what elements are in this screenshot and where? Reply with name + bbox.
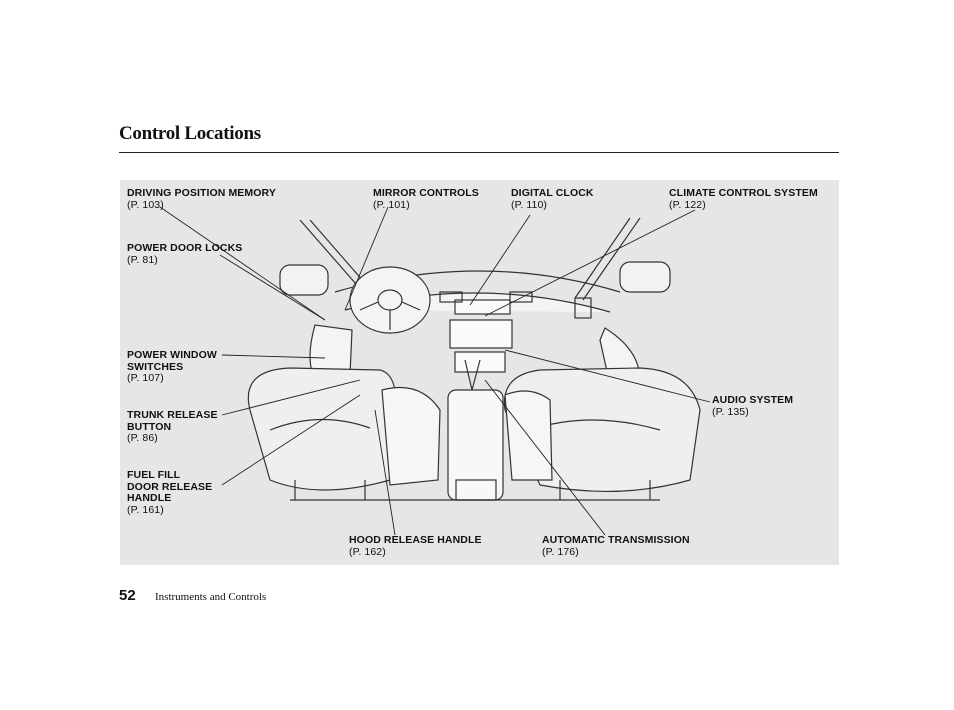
page-number: 52	[119, 587, 136, 604]
callout-page-ref: (P. 101)	[373, 198, 410, 211]
callout-label: MIRROR CONTROLS	[373, 187, 479, 199]
callout-page-ref: (P. 122)	[669, 198, 706, 211]
callout-label: HOOD RELEASE HANDLE	[349, 534, 482, 546]
callout-page-ref: (P. 107)	[127, 372, 164, 384]
callout-label: TRUNK RELEASE BUTTON	[127, 409, 218, 433]
car-interior-drawing	[159, 206, 711, 536]
callout-page-ref: (P. 135)	[712, 405, 749, 418]
callout-power-window-switches: POWER WINDOW SWITCHES (P. 107)	[127, 349, 217, 385]
interior-illustration-panel: DRIVING POSITION MEMORY (P. 103) MIRROR …	[120, 180, 839, 565]
callout-fuel-fill-door-release-handle: FUEL FILL DOOR RELEASE HANDLE (P. 161)	[127, 469, 213, 516]
callout-label: AUTOMATIC TRANSMISSION	[542, 534, 690, 546]
callout-page-ref: (P. 162)	[349, 545, 386, 558]
callout-label: CLIMATE CONTROL SYSTEM	[669, 187, 818, 199]
callout-page-ref: (P. 161)	[127, 503, 164, 516]
section-name: Instruments and Controls	[155, 591, 267, 603]
callout-page-ref: (P. 110)	[511, 198, 548, 211]
callout-label: DIGITAL CLOCK	[511, 187, 594, 199]
callout-page-ref: (P. 81)	[127, 253, 158, 266]
callout-page-ref: (P. 103)	[127, 198, 164, 211]
callout-label: POWER WINDOW SWITCHES	[127, 349, 217, 373]
callout-digital-clock: DIGITAL CLOCK (P. 110)	[511, 187, 594, 211]
callout-driving-position-memory: DRIVING POSITION MEMORY (P. 103)	[127, 187, 276, 211]
callout-label: DRIVING POSITION MEMORY	[127, 187, 276, 199]
callout-page-ref: (P. 86)	[127, 432, 158, 444]
callout-power-door-locks: POWER DOOR LOCKS (P. 81)	[127, 242, 243, 266]
title-divider	[119, 152, 839, 153]
callout-page-ref: (P. 176)	[542, 545, 579, 558]
callout-trunk-release-button: TRUNK RELEASE BUTTON (P. 86)	[127, 409, 218, 445]
callout-label: POWER DOOR LOCKS	[127, 242, 243, 254]
callout-hood-release-handle: HOOD RELEASE HANDLE (P. 162)	[349, 534, 482, 558]
page-title: Control Locations	[119, 123, 261, 144]
callout-label: FUEL FILL DOOR RELEASE HANDLE	[127, 469, 213, 504]
callout-automatic-transmission: AUTOMATIC TRANSMISSION (P. 176)	[542, 534, 690, 558]
callout-audio-system: AUDIO SYSTEM (P. 135)	[712, 394, 794, 418]
callout-label: AUDIO SYSTEM	[712, 394, 794, 406]
callout-climate-control-system: CLIMATE CONTROL SYSTEM (P. 122)	[669, 187, 818, 211]
callout-mirror-controls: MIRROR CONTROLS (P. 101)	[373, 187, 479, 211]
